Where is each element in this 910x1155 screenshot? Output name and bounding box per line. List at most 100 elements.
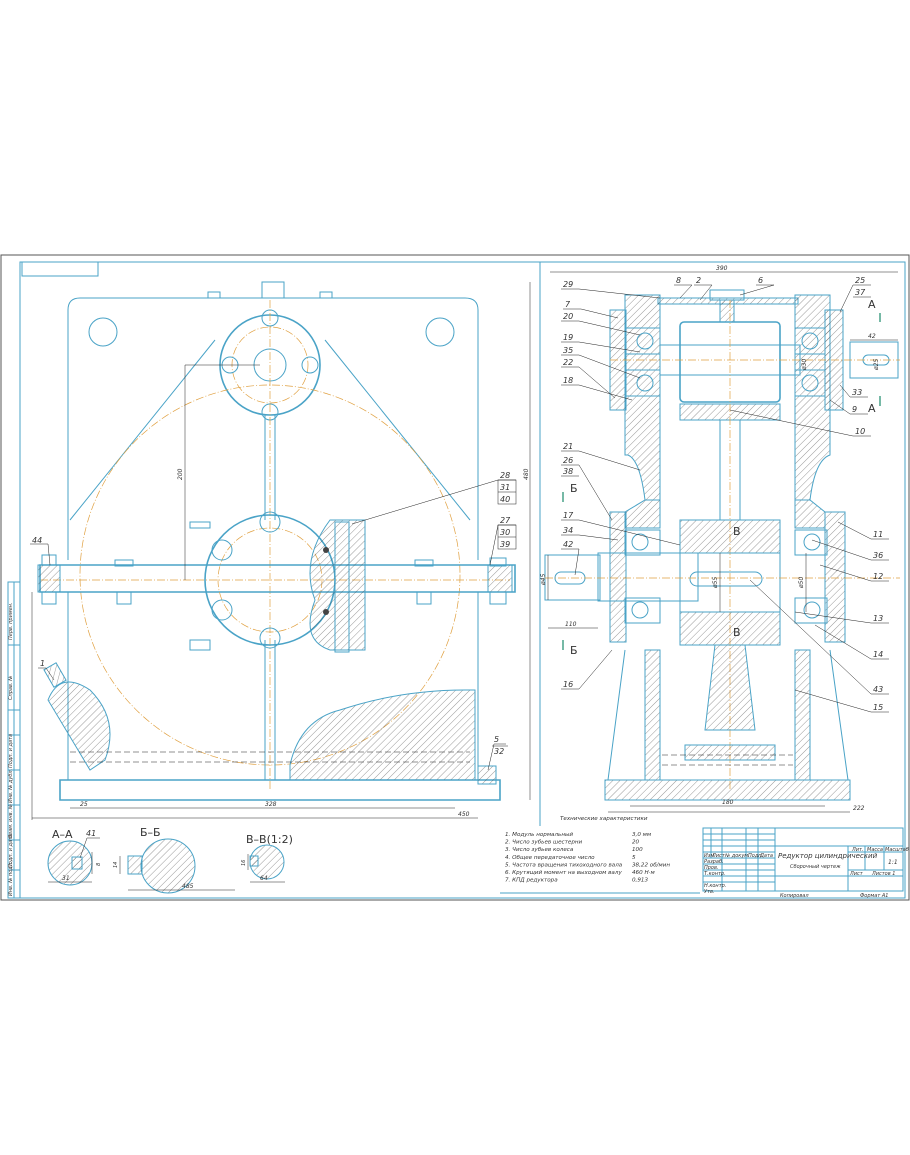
part-label: 19 bbox=[563, 333, 573, 342]
tb-sheet: Лист bbox=[849, 871, 864, 877]
sections: А–А 31 41 8 Б–Б 485 14 В–В(1:2) 64 16 bbox=[47, 826, 293, 894]
leader-line bbox=[578, 341, 641, 353]
tb-lit: Лит. bbox=[851, 847, 864, 853]
dimension: ø30 bbox=[801, 359, 808, 371]
part-label: 11 bbox=[873, 530, 883, 539]
leader-line bbox=[578, 534, 619, 541]
part-label: 38 bbox=[563, 467, 573, 476]
leader-line bbox=[578, 450, 641, 471]
spec-name: 4. Общее передаточное число bbox=[505, 855, 595, 861]
spec-name: 6. Крутящий момент на выходном валу bbox=[505, 870, 622, 876]
part-label: 39 bbox=[500, 540, 510, 549]
spec-value: 5 bbox=[632, 855, 636, 861]
part-label: 33 bbox=[852, 388, 862, 397]
part-label: 36 bbox=[873, 551, 883, 560]
spec-value: 100 bbox=[632, 847, 643, 853]
part-label: 42 bbox=[563, 540, 573, 549]
leader-line bbox=[739, 284, 775, 296]
leader-line bbox=[729, 409, 854, 437]
dimension: 14 bbox=[113, 862, 119, 868]
tb-role: Н.контр. bbox=[704, 883, 726, 889]
strip-label: Инв. № дубл. bbox=[8, 769, 14, 803]
tb-mass: Масса bbox=[867, 847, 883, 853]
spec-name: 7. КПД редуктора bbox=[505, 878, 558, 884]
part-label: 37 bbox=[855, 288, 866, 297]
part-label: 14 bbox=[873, 650, 883, 659]
leader-line bbox=[578, 366, 616, 399]
strip-label: Подп. и дата bbox=[8, 834, 14, 868]
front-view bbox=[37, 281, 516, 801]
part-label: 31 bbox=[500, 483, 510, 492]
part-label: 26 bbox=[563, 456, 573, 465]
spec-name: 5. Частота вращения тихоходного вала bbox=[505, 862, 623, 868]
tb-header: № докум. bbox=[724, 853, 750, 859]
dimension: 485 bbox=[182, 883, 194, 890]
dimension: 31 bbox=[62, 875, 70, 882]
drawing-type: Сборочный чертеж bbox=[790, 864, 841, 870]
tb-role: Т.контр. bbox=[704, 871, 726, 877]
section-title: Б–Б bbox=[140, 826, 161, 839]
part-label: 28 bbox=[500, 471, 510, 480]
tb-format: Формат А1 bbox=[860, 893, 888, 899]
part-label: 40 bbox=[500, 495, 510, 504]
dimension: ø45 bbox=[540, 574, 547, 586]
strip-label: Перв. примен. bbox=[8, 602, 14, 640]
part-label: 5 bbox=[494, 735, 499, 744]
leader-line bbox=[578, 464, 613, 521]
dimension: ø55 bbox=[712, 577, 719, 589]
dimension: ø50 bbox=[798, 577, 805, 589]
leader-line bbox=[794, 611, 872, 624]
dimension: 8 bbox=[96, 863, 102, 866]
dimension: 16 bbox=[241, 860, 247, 866]
leader-line bbox=[749, 579, 872, 695]
leader-line bbox=[839, 384, 851, 398]
part-label: 17 bbox=[563, 511, 574, 520]
section-mark: В bbox=[733, 525, 741, 538]
section-title: В–В(1:2) bbox=[246, 833, 293, 846]
part-label: 12 bbox=[873, 572, 883, 581]
title-block: Изм Лист № докум. Подп. Дата Разраб. Про… bbox=[702, 827, 909, 899]
side-view-annotations: 390 42 ø30 ø25 ø45 110 ø55 ø50 180 222 А… bbox=[540, 265, 898, 813]
dimension: 42 bbox=[868, 333, 876, 340]
part-label: 13 bbox=[873, 614, 883, 623]
spec-value: 38,22 об/мин bbox=[632, 862, 670, 868]
section-mark: А bbox=[868, 402, 876, 415]
part-label: 34 bbox=[563, 526, 573, 535]
part-label: 32 bbox=[494, 747, 504, 756]
dimension: 390 bbox=[716, 265, 728, 272]
leader-line bbox=[794, 689, 872, 713]
tb-sheets: Листов 1 bbox=[871, 871, 895, 877]
part-label: 1 bbox=[40, 659, 45, 668]
strip-label: Инв. № подл. bbox=[8, 862, 14, 897]
leader-line bbox=[839, 284, 854, 313]
dimension: 200 bbox=[177, 468, 184, 480]
part-label: 9 bbox=[852, 405, 857, 414]
tb-scale-label: Масштаб bbox=[885, 847, 909, 853]
tb-header: Подп. bbox=[748, 853, 763, 859]
part-label: 30 bbox=[500, 528, 510, 537]
spec-value: 3,0 мм bbox=[632, 832, 652, 838]
tb-header: Дата bbox=[759, 853, 773, 859]
leader-line bbox=[580, 308, 619, 319]
tb-role: Утв. bbox=[704, 889, 715, 895]
section-mark: А bbox=[868, 298, 876, 311]
spec-value: 460 Н·м bbox=[632, 870, 655, 876]
side-section-view bbox=[544, 289, 900, 801]
spec-value: 0,913 bbox=[632, 878, 648, 884]
spec-name: 3. Число зубьев колеса bbox=[505, 847, 574, 853]
leader-line bbox=[814, 624, 872, 660]
side-strip: Перв. примен. Справ. № Подп. и дата Инв.… bbox=[7, 581, 21, 899]
leader-line bbox=[578, 649, 613, 690]
leader-line bbox=[578, 320, 641, 336]
leader-line bbox=[578, 384, 633, 401]
leader-line bbox=[819, 564, 872, 582]
leader-line bbox=[679, 284, 693, 299]
part-label: 21 bbox=[563, 442, 573, 451]
strip-label: Взам. инв. № bbox=[8, 804, 14, 838]
specs-title: Технические характеристики bbox=[560, 816, 648, 822]
tb-header: Изм bbox=[704, 853, 714, 859]
section-title: А–А bbox=[52, 828, 73, 841]
tb-header: Лист bbox=[711, 853, 726, 859]
